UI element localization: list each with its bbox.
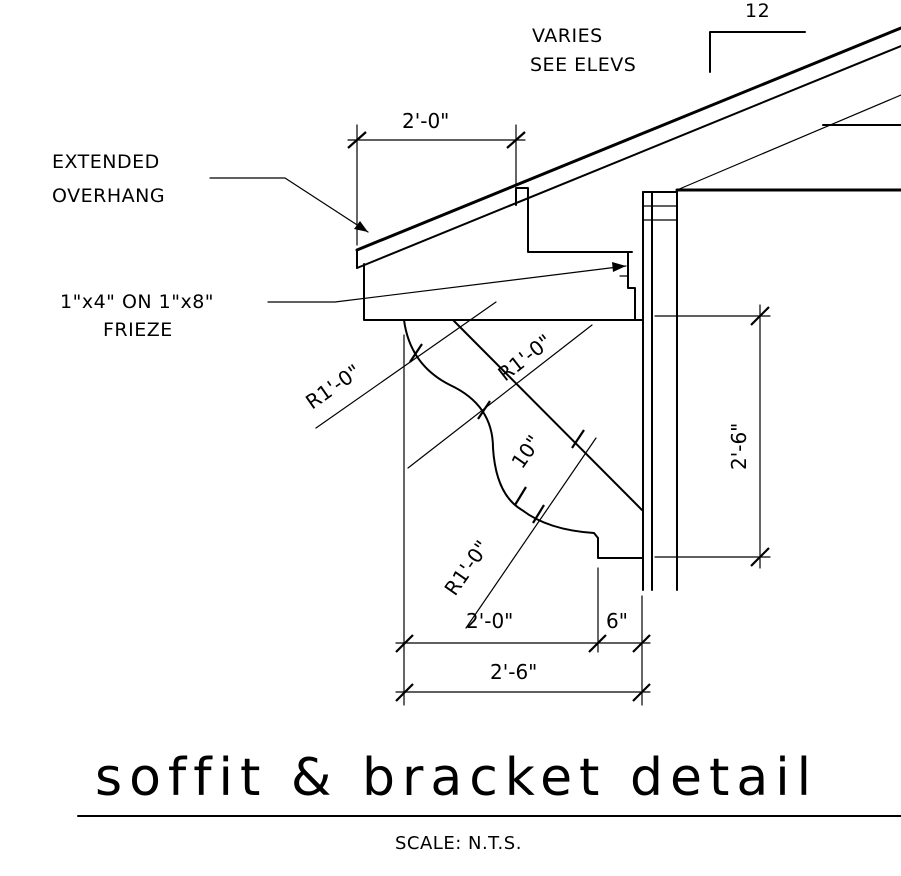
drawing-title: soffit & bracket detail [95,748,818,808]
roof-assembly [355,26,901,269]
soffit-frieze [363,187,643,321]
roof-inner-line [676,94,901,191]
wall-assembly [642,188,901,591]
slope-triangle [709,31,806,73]
overhang-dim-text: 2'-0" [402,109,449,133]
overhang-leader [209,177,369,233]
tick [409,343,423,363]
overhang-leader-arrow [354,221,368,232]
soffit-outline [363,263,643,321]
scale-label: SCALE: N.T.S. [395,833,522,854]
tick [588,634,607,653]
tick [750,306,770,326]
bracket [403,319,643,559]
tick [532,504,545,524]
dimension-lines [209,124,771,706]
depth-10-text: 10" [506,431,546,473]
radius-line-3 [465,437,597,629]
bottom-2-0-text: 2'-0" [466,609,513,633]
tick [571,429,585,449]
tick [514,486,527,506]
bottom-6-text: 6" [606,609,628,633]
frieze-leader [267,265,627,303]
bracket-diagonal [452,319,643,511]
bracket-profile [403,319,643,559]
roof-top-line [355,26,901,252]
varies-label-1: VARIES [532,25,603,47]
tick [395,683,414,702]
varies-label-2: SEE ELEVS [530,54,636,76]
tick [477,400,491,420]
frieze-label-1: 1"x4" ON 1"x8" [60,291,214,313]
bracket-height-text: 2'-6" [727,423,751,470]
slope-rise-label: 12 [745,0,770,22]
rafter-tail-notch [515,187,633,253]
extended-label-1: EXTENDED [52,151,160,173]
frieze-trim [627,251,636,321]
frieze-label-2: FRIEZE [103,319,173,341]
extended-label-2: OVERHANG [52,185,165,207]
radius-line-2 [407,324,593,469]
slope-symbol [709,31,806,73]
radius-line-1 [315,301,497,429]
bottom-2-6-text: 2'-6" [490,660,537,684]
tick [750,547,770,567]
tick [395,634,414,653]
tick [632,634,651,653]
tick [347,131,367,149]
roof-sheathing-line [356,45,901,269]
radius-lower-text: R1'-0" [439,536,494,600]
frieze-leader-arrow [612,262,626,272]
radius-upper-left-text: R1'-0" [301,359,365,414]
tick [506,131,526,149]
tick [632,683,651,702]
